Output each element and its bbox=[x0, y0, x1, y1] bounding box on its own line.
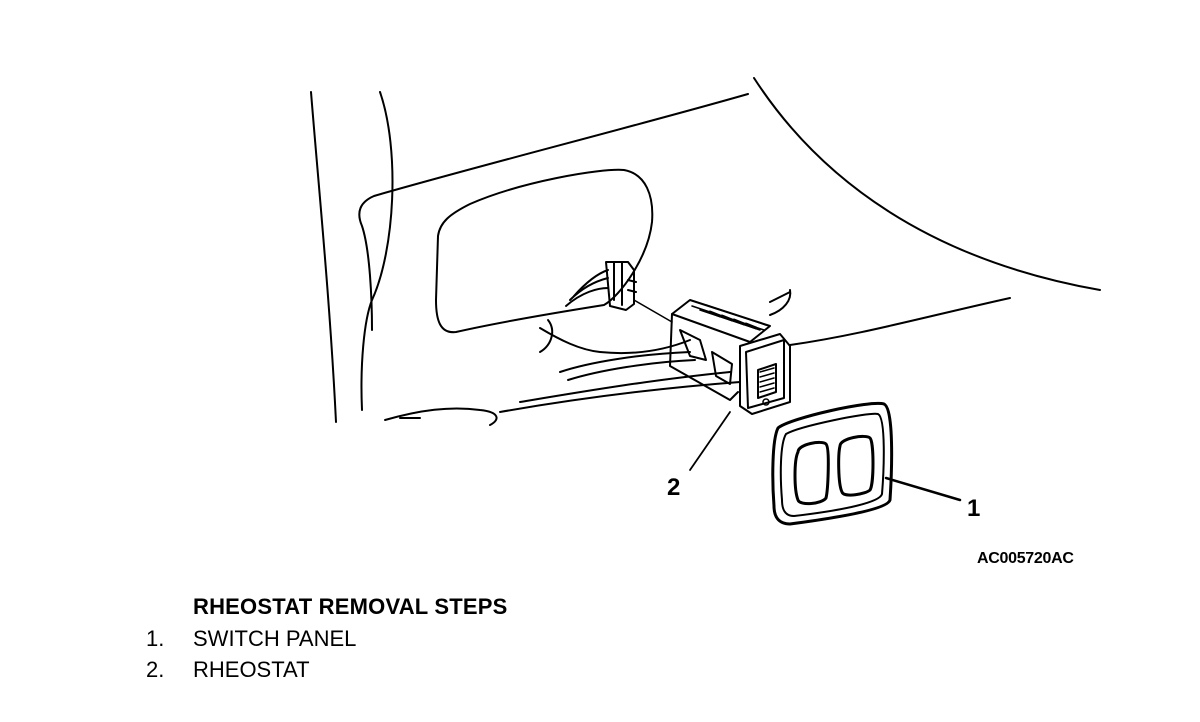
wire-harness bbox=[565, 269, 609, 307]
harness-connector bbox=[605, 261, 673, 323]
instrument-panel-outline bbox=[310, 77, 1101, 423]
removal-steps-title: RHEOSTAT REMOVAL STEPS bbox=[193, 594, 508, 619]
rheostat bbox=[669, 299, 791, 415]
panel-opening bbox=[435, 168, 654, 334]
figure-id-label: AC005720AC bbox=[977, 550, 1074, 567]
step-label: SWITCH PANEL bbox=[193, 626, 357, 651]
lower-panel-lines bbox=[384, 289, 792, 426]
switch-panel bbox=[771, 401, 894, 526]
step-number: 1. bbox=[146, 626, 165, 651]
step-number: 2. bbox=[146, 657, 165, 682]
callout-switch-panel: 1 bbox=[967, 495, 981, 522]
removal-step: 2. RHEOSTAT bbox=[146, 657, 310, 683]
leader-lines bbox=[689, 411, 962, 502]
removal-step: 1. SWITCH PANEL bbox=[146, 626, 356, 652]
callout-rheostat: 2 bbox=[667, 474, 681, 501]
step-label: RHEOSTAT bbox=[193, 657, 310, 682]
